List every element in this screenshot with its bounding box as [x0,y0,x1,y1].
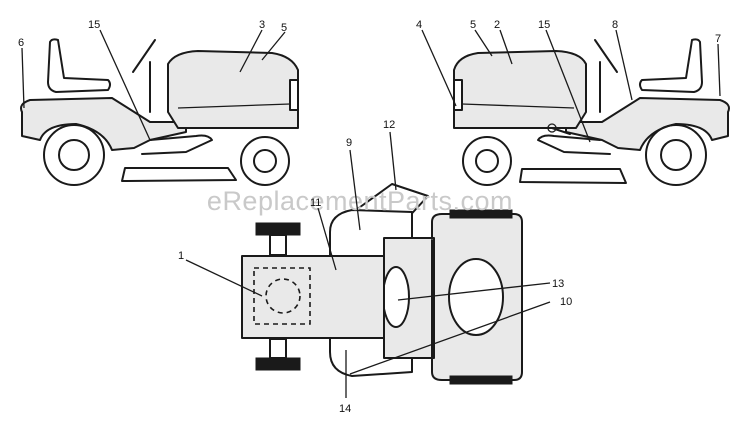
right-floor-pan [537,134,611,155]
leader-15-right [545,29,591,143]
left-front-wheel [240,136,290,186]
callout-3: 3 [259,19,265,31]
top-right-front-axle [269,338,287,359]
leader-lines [21,29,721,398]
callout-13: 13 [552,278,564,290]
callout-6: 6 [18,37,24,49]
callout-8: 8 [612,19,618,31]
top-hood-decal-outline [253,267,311,325]
callout-labels: 6 15 3 5 4 5 2 15 8 7 9 12 11 1 13 10 14 [18,19,721,415]
left-rear-wheel [43,124,105,186]
left-hood-decal-line [177,103,291,109]
leader-5-right [474,29,493,57]
callout-5-right: 5 [470,19,476,31]
leader-1 [185,259,263,297]
leader-9 [349,149,361,231]
right-hood [453,50,587,129]
right-front-hub [475,149,499,173]
callout-2: 2 [494,19,500,31]
leader-10 [349,301,551,375]
right-front-wheel [462,136,512,186]
right-seat [639,38,703,93]
top-steering-wheel [382,266,410,328]
callout-9: 9 [346,137,352,149]
callout-10: 10 [560,296,572,308]
right-steering-wheel [594,39,618,73]
top-fuel-cap-outline [265,278,301,314]
callout-5-left: 5 [281,22,287,34]
callout-4: 4 [416,19,422,31]
leader-15-left [99,29,151,141]
right-lever-knob [547,123,557,133]
right-lever [551,127,571,135]
left-seat [47,38,111,93]
callout-12: 12 [383,119,395,131]
leader-2 [499,29,513,65]
leader-13 [397,282,551,301]
top-seat [448,258,504,336]
left-front-hub [253,149,277,173]
leader-6 [21,47,25,109]
left-floor-pan [141,134,213,155]
top-right-front-tire [255,357,301,371]
top-view [241,183,523,385]
leader-7 [717,43,721,97]
left-hood [167,50,299,129]
callout-11: 11 [310,197,321,209]
leader-4 [421,29,457,107]
leader-5-left [261,31,286,61]
left-grille [289,79,299,111]
leader-12 [389,131,397,191]
left-rear-hub [58,139,90,171]
callout-14: 14 [339,403,351,415]
right-hood-decal-line [461,103,575,109]
left-side-view [20,38,299,186]
watermark: eReplacementParts.com [207,186,513,216]
right-deck [519,168,627,184]
callout-15-left: 15 [88,19,100,31]
left-steering-wheel [132,39,156,73]
right-body-fender [565,97,730,151]
right-rear-hub [660,139,692,171]
leader-8 [615,29,633,101]
callout-1: 1 [178,250,184,262]
right-rear-wheel [645,124,707,186]
callout-7: 7 [715,33,721,45]
leader-11 [317,207,337,271]
top-left-front-axle [269,234,287,256]
left-deck [121,167,237,182]
leader-3 [239,29,263,73]
right-side-view [453,38,730,186]
callout-15-right: 15 [538,19,550,31]
right-grille [453,79,463,111]
top-right-rear-tire [449,375,513,385]
top-left-front-tire [255,222,301,236]
top-left-rear-tire [449,209,513,219]
left-body-fender [20,97,187,151]
